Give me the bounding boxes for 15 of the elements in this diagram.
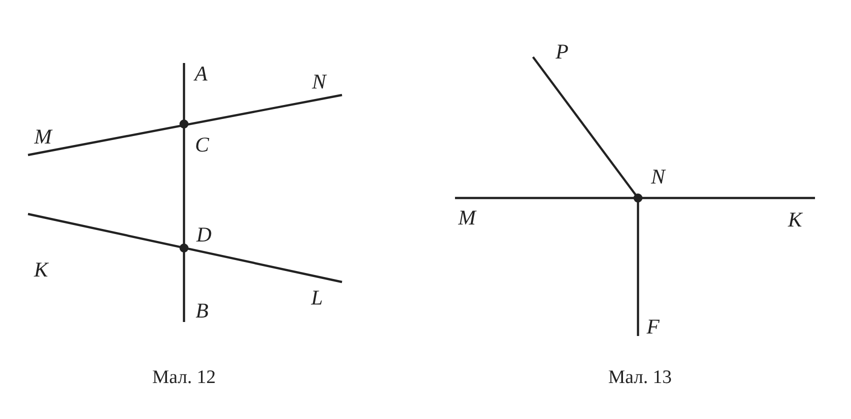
figure-caption: Мал. 12 — [152, 367, 216, 389]
point-label: F — [646, 314, 660, 340]
point-label: K — [34, 258, 48, 282]
point-label: N — [651, 164, 665, 190]
point-label: A — [194, 62, 208, 86]
figure-caption: Мал. 13 — [608, 367, 672, 389]
point-label: D — [196, 222, 212, 248]
point-label: M — [458, 206, 476, 230]
point-label: C — [195, 132, 209, 158]
point-label: N — [312, 70, 326, 94]
point-label: M — [34, 124, 52, 150]
point-label: P — [556, 40, 568, 64]
point-label: L — [311, 286, 323, 310]
point-label: K — [788, 208, 802, 232]
point-label: B — [196, 298, 208, 324]
